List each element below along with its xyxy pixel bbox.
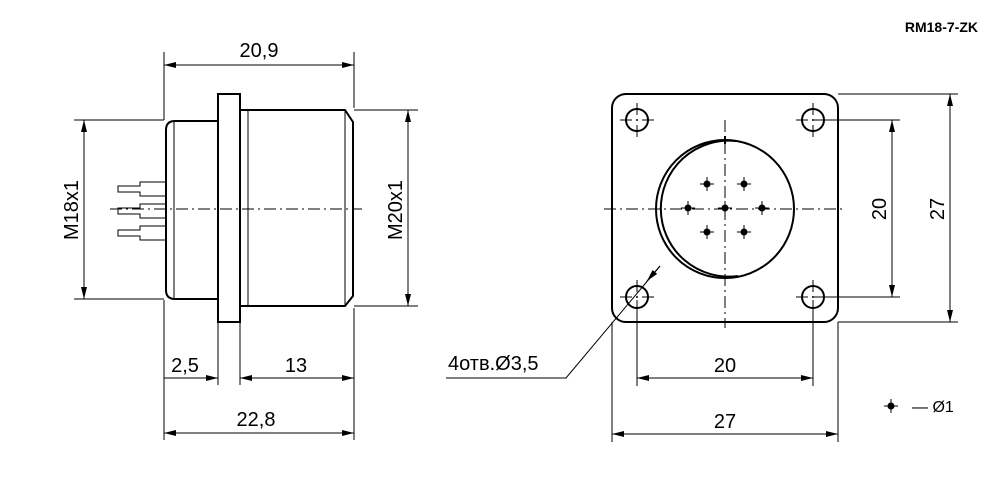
dim-rear-thread: M18x1 <box>61 180 83 240</box>
contact-pin <box>740 228 748 236</box>
contact-pins <box>681 177 769 239</box>
rear-body-outline <box>165 120 218 300</box>
dim-hole-spacing-horizontal: 20 <box>714 355 736 377</box>
insert-inner-ring <box>659 139 739 278</box>
dim-hole-spacing-vertical: 20 <box>869 198 891 220</box>
contact-pin <box>703 180 711 188</box>
side-view: 20,9 2,5 13 22,8 M18x1 M20x1 <box>61 40 418 440</box>
contact-pin <box>684 204 692 212</box>
dim-flange-width: 27 <box>714 411 736 433</box>
front-body-outline <box>240 109 354 307</box>
dim-overall-length-bottom: 22,8 <box>237 409 276 431</box>
solder-terminals <box>117 181 166 241</box>
dim-front-thread: M20x1 <box>385 180 407 240</box>
leader-line-mounting-holes <box>446 265 661 379</box>
dim-overall-length-top: 20,9 <box>240 40 279 62</box>
pin-symbol-icon <box>887 402 895 410</box>
contact-pin <box>703 228 711 236</box>
dim-body-length: 13 <box>285 355 307 377</box>
part-number: RM18-7-ZK <box>905 19 978 35</box>
contact-pin <box>758 204 766 212</box>
dim-flange-height: 27 <box>927 198 949 220</box>
pin-legend: — Ø1 <box>884 399 954 416</box>
label-mounting-holes: 4отв.Ø3,5 <box>448 353 539 375</box>
legend-pin-diameter: — Ø1 <box>912 399 954 416</box>
dim-flange-offset: 2,5 <box>171 355 199 377</box>
mounting-flange <box>217 93 241 323</box>
contact-pin <box>740 180 748 188</box>
front-view: 20 27 20 27 4отв.Ø3,5 <box>446 93 958 442</box>
contact-pin <box>721 204 729 212</box>
